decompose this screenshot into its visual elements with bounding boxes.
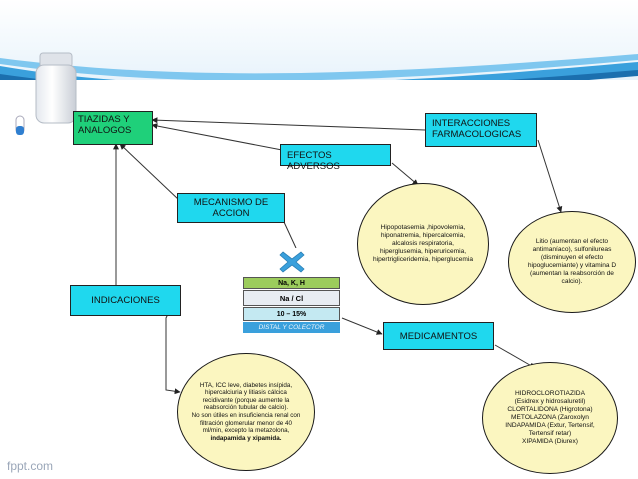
medicamentos-line: (Esidrex y hidrosaluretil) (514, 398, 586, 405)
indicaciones-line: indapamida y xipamida. (210, 434, 282, 442)
indicaciones-line: hipercalciuria y litiasis cálcica (205, 389, 287, 397)
footer-brand: fppt.com (7, 459, 54, 473)
interacciones-line: (disminuyen el efecto (540, 254, 604, 261)
medicamentos-box: MEDICAMENTOS (383, 322, 494, 350)
medicamentos-line: CLORTALIDONA (Higrotona) (507, 406, 593, 413)
indicaciones-line: recidivante (porque aumente la (202, 396, 290, 404)
connector-interacciones-title (151, 117, 426, 131)
interacciones-line: (aumentan la reabsorción de (530, 270, 614, 277)
interacciones-line: calcio). (561, 278, 583, 285)
interacciones-line: Litio (aumentan el efecto (535, 238, 609, 245)
efectos-adversos-label: EFECTOS ADVERSOS (287, 150, 340, 172)
connector-efectos-ellipse (391, 162, 419, 186)
strip-percentage-label: 10 – 15% (276, 310, 307, 318)
connector-interacciones-ellipse (537, 139, 563, 213)
strip-percentage: 10 – 15% (243, 307, 340, 321)
tiazidas-title-label: TIAZIDAS Y ANALOGOS (78, 114, 132, 136)
indicaciones-label: INDICACIONES (91, 295, 160, 306)
indicaciones-ellipse: HTA, ICC leve, diabetes insípida, hiperc… (177, 353, 315, 471)
interacciones-box: INTERACCIONES FARMACOLOGICAS (425, 113, 537, 147)
indicaciones-line: filtración glomerular menor de 40 (199, 419, 293, 427)
efectos-line: hiperglusemia, hiperuricemia, (379, 248, 467, 255)
indicaciones-box: INDICACIONES (70, 285, 181, 316)
medicine-bottle-icon (15, 52, 77, 135)
connector-mecanismo-title (119, 143, 180, 201)
mecanismo-box: MECANISMO DE ACCION (177, 193, 285, 223)
medicamentos-ellipse: HIDROCLOROTIAZIDA (Esidrex y hidrosalure… (482, 362, 618, 474)
connector-indicaciones-ellipse (165, 309, 181, 395)
mecanismo-label: MECANISMO DE ACCION (193, 197, 269, 219)
efectos-adversos-ellipse: Hipopotasemia ,hipovolemia, hiponatremia… (357, 183, 489, 305)
strip-na-k-h-label: Na, K, H (278, 279, 305, 287)
efectos-adversos-box: EFECTOS ADVERSOS (280, 144, 391, 172)
header-banner (0, 0, 638, 80)
medicamentos-line: INDAPAMIDA (Extur, Tertensif, (505, 422, 595, 429)
efectos-line: Hipopotasemia ,hipovolemia, (380, 224, 466, 231)
x-mark-area (243, 248, 340, 276)
efectos-line: hipertrigliceridemia, hiperglucemia (372, 256, 474, 263)
medicamentos-line: XIPAMIDA (Diurex) (522, 438, 578, 445)
interacciones-ellipse: Litio (aumentan el efecto antimaníaco), … (508, 211, 636, 313)
strip-distal-colector: DISTAL Y COLECTOR (243, 322, 340, 333)
interacciones-label: INTERACCIONES FARMACOLOGICAS (432, 118, 522, 140)
indicaciones-line: ml/min, excepto la metazolona, (202, 427, 290, 435)
strip-na-cl-label: Na / Cl (279, 293, 304, 303)
indicaciones-line: reabsorción tubular de calcio). (203, 404, 289, 412)
medicamentos-line: Tertensif retar) (528, 430, 572, 437)
tiazidas-title-box: TIAZIDAS Y ANALOGOS (73, 111, 153, 145)
interacciones-line: antimaníaco), sulfonilureas (532, 246, 612, 253)
strip-distal-colector-label: DISTAL Y COLECTOR (258, 324, 325, 331)
interacciones-line: hipoglucemiante) y vitamina D (527, 262, 617, 269)
medicamentos-label: MEDICAMENTOS (399, 331, 478, 342)
connector-efectos-title (151, 123, 283, 151)
strip-na-k-h: Na, K, H (243, 277, 340, 289)
indicaciones-line: No son útiles en insuficiencia renal con (191, 412, 301, 419)
medicamentos-line: HIDROCLOROTIAZIDA (515, 390, 585, 397)
connector-strips-medicamentos (341, 317, 383, 335)
strip-na-cl: Na / Cl (243, 290, 340, 306)
x-mark-icon (278, 251, 305, 273)
efectos-line: hiponatremia, hipercalcemia, (380, 232, 466, 239)
indicaciones-line: HTA, ICC leve, diabetes insípida, (199, 381, 293, 389)
connector-mecanismo-strips (283, 221, 297, 249)
efectos-line: alcalosis respiratoria, (392, 240, 454, 247)
medicamentos-line: METOLAZONA (Zaroxolyn (511, 414, 589, 421)
